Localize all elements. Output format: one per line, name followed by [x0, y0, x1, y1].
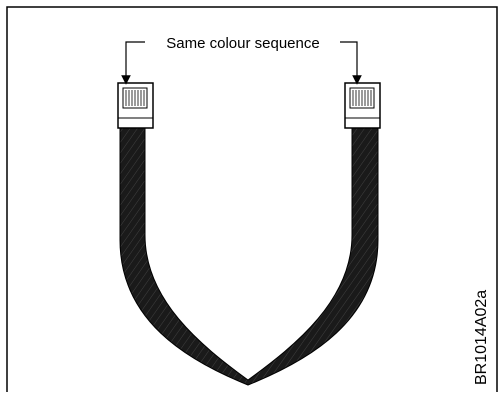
- figure-code: BR1014A02a: [473, 290, 490, 385]
- arrow-down-icon: [340, 41, 362, 85]
- flat-cable: [119, 125, 379, 386]
- annotation-leaders: [121, 41, 362, 85]
- left-connector: [117, 82, 154, 129]
- figure-frame: [6, 6, 498, 392]
- right-connector: [344, 82, 381, 129]
- arrow-down-icon: [121, 41, 145, 85]
- annotation-label: Same colour sequence: [166, 35, 319, 52]
